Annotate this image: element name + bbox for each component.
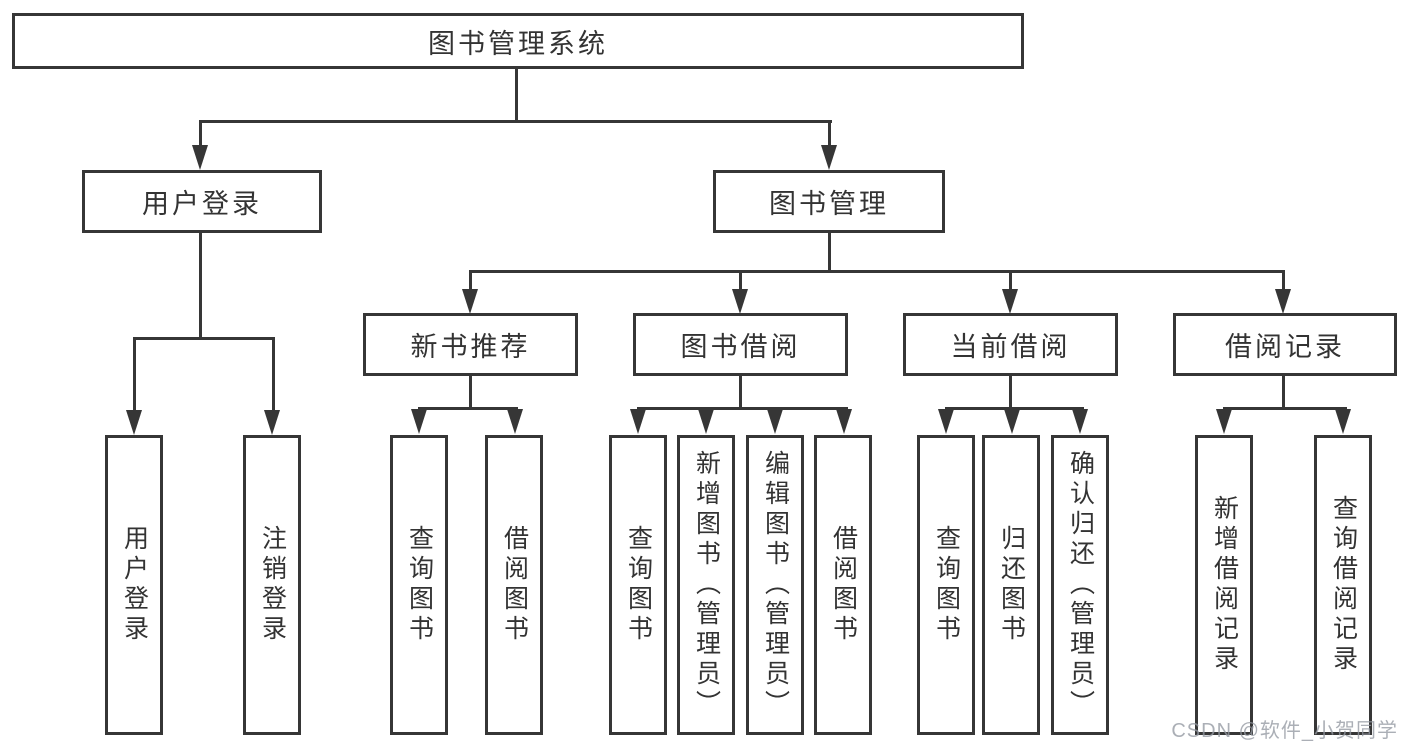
connector-borrow-records-rail: [1223, 407, 1347, 410]
leaf-label: 借阅图书: [829, 525, 858, 645]
arrow-down-icon: [938, 409, 954, 434]
leaf-label: 注销登录: [258, 525, 287, 645]
arrow-down-icon: [1002, 289, 1018, 314]
arrow-down-icon: [192, 145, 208, 170]
connector-mgmt-stem: [828, 233, 831, 273]
arrow-down-icon: [1335, 409, 1351, 434]
arrow-down-icon: [698, 409, 714, 434]
leaf-add-book-admin: 新增图书（管理员）: [677, 435, 735, 735]
connector-book-borrow-stem: [739, 376, 742, 410]
connector-borrow-records-stem: [1282, 376, 1285, 410]
arrow-down-icon: [126, 410, 142, 435]
leaf-query-book-recommend: 查询图书: [390, 435, 448, 735]
connector-level3-rail: [469, 270, 1285, 273]
connector-stub-book-borrow: [739, 270, 742, 292]
arrow-down-icon: [732, 289, 748, 314]
leaf-label: 新增借阅记录: [1210, 495, 1239, 675]
arrow-down-icon: [462, 289, 478, 314]
csdn-watermark: CSDN @软件_小贺同学: [1171, 720, 1398, 742]
arrow-down-icon: [821, 145, 837, 170]
connector-user-login-rail: [133, 337, 275, 340]
connector-root-stem: [515, 69, 518, 120]
arrow-down-icon: [1072, 409, 1088, 434]
node-current-borrow: 当前借阅: [903, 313, 1118, 376]
leaf-label: 编辑图书（管理员）: [761, 450, 790, 720]
leaf-label: 新增图书（管理员）: [692, 450, 721, 720]
connector-new-book-rail: [418, 407, 518, 410]
connector-stub-book-mgmt: [828, 120, 831, 148]
connector-stub-borrow-records: [1282, 270, 1285, 292]
node-borrow-records: 借阅记录: [1173, 313, 1397, 376]
arrow-down-icon: [767, 409, 783, 434]
connector-user-login-stem: [199, 233, 202, 340]
leaf-add-borrow-record: 新增借阅记录: [1195, 435, 1253, 735]
leaf-confirm-return-admin: 确认归还（管理员）: [1051, 435, 1109, 735]
connector-new-book-stem: [469, 376, 472, 410]
leaf-label: 用户登录: [120, 525, 149, 645]
connector-book-borrow-rail: [637, 407, 848, 410]
connector-stub-leaf-login: [133, 337, 136, 415]
leaf-query-book-current: 查询图书: [917, 435, 975, 735]
leaf-query-borrow-record: 查询借阅记录: [1314, 435, 1372, 735]
node-user-login: 用户登录: [82, 170, 322, 233]
connector-stub-new-book: [469, 270, 472, 292]
leaf-label: 查询图书: [405, 525, 434, 645]
arrow-down-icon: [1004, 409, 1020, 434]
arrow-down-icon: [630, 409, 646, 434]
node-book-borrow: 图书借阅: [633, 313, 848, 376]
leaf-label: 确认归还（管理员）: [1066, 450, 1095, 720]
node-book-management: 图书管理: [713, 170, 945, 233]
leaf-return-book: 归还图书: [982, 435, 1040, 735]
arrow-down-icon: [836, 409, 852, 434]
leaf-label: 查询图书: [932, 525, 961, 645]
leaf-user-login: 用户登录: [105, 435, 163, 735]
leaf-borrow-book: 借阅图书: [814, 435, 872, 735]
arrow-down-icon: [264, 410, 280, 435]
leaf-label: 查询图书: [624, 525, 653, 645]
leaf-logout: 注销登录: [243, 435, 301, 735]
arrow-down-icon: [507, 409, 523, 434]
connector-stub-leaf-logout: [272, 337, 275, 415]
leaf-borrow-book-recommend: 借阅图书: [485, 435, 543, 735]
connector-current-borrow-stem: [1009, 376, 1012, 410]
connector-stub-current-borrow: [1009, 270, 1012, 292]
leaf-label: 归还图书: [997, 525, 1026, 645]
leaf-edit-book-admin: 编辑图书（管理员）: [746, 435, 804, 735]
leaf-query-book-borrow: 查询图书: [609, 435, 667, 735]
arrow-down-icon: [1216, 409, 1232, 434]
connector-current-borrow-rail: [945, 407, 1084, 410]
leaf-label: 查询借阅记录: [1329, 495, 1358, 675]
node-new-book-recommend: 新书推荐: [363, 313, 578, 376]
arrow-down-icon: [1275, 289, 1291, 314]
connector-level2-rail: [199, 120, 832, 123]
node-root-system: 图书管理系统: [12, 13, 1024, 69]
leaf-label: 借阅图书: [500, 525, 529, 645]
connector-stub-user-login: [199, 120, 202, 148]
arrow-down-icon: [411, 409, 427, 434]
